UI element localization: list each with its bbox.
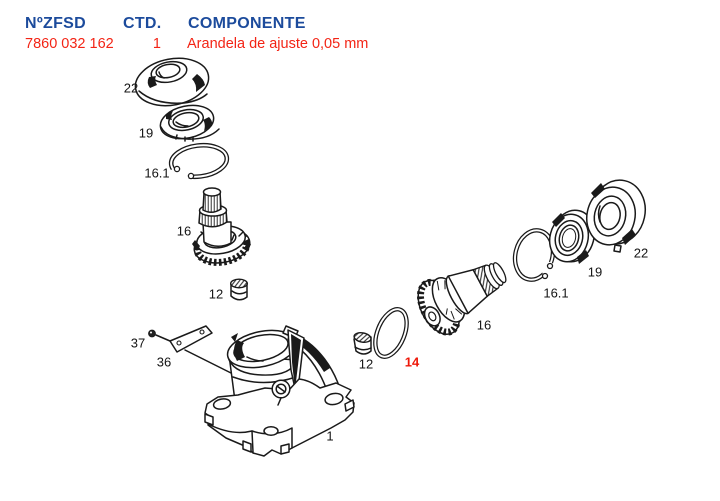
callout-16-right[interactable]: 16	[476, 317, 492, 333]
callout-37[interactable]: 37	[130, 335, 146, 351]
column-header-quantity: CTD.	[123, 15, 162, 32]
callout-12-left[interactable]: 12	[208, 286, 224, 302]
callout-16-1-right[interactable]: 16.1	[543, 285, 569, 301]
column-header-part-number: NºZFSD	[25, 15, 86, 32]
selected-row-quantity[interactable]: 1	[152, 36, 161, 52]
part-14-o-ring-drawing	[373, 307, 409, 359]
selected-row-component[interactable]: Arandela de ajuste 0,05 mm	[187, 36, 369, 52]
callout-1[interactable]: 1	[326, 428, 334, 444]
part-16.1-right-snap-ring-drawing	[512, 228, 563, 287]
part-16-right-bevel-pinion-drawing	[416, 262, 507, 336]
callout-12-right[interactable]: 12	[358, 356, 374, 372]
part-12-left-bushing-drawing	[229, 278, 248, 301]
part-1-housing-drawing	[204, 325, 355, 457]
callout-19-left[interactable]: 19	[138, 125, 154, 141]
callout-22-left[interactable]: 22	[123, 80, 139, 96]
part-19-left-ring-drawing	[159, 104, 220, 142]
callout-14-highlighted[interactable]: 14	[404, 354, 420, 370]
part-36-plate-drawing	[169, 325, 232, 374]
part-19-right-ring-drawing	[548, 209, 596, 264]
callout-16-1-left[interactable]: 16.1	[144, 165, 170, 181]
part-22-right-ring-drawing	[586, 179, 646, 253]
column-header-component: COMPONENTE	[188, 15, 306, 32]
part-16.1-left-snap-ring-drawing	[164, 142, 230, 186]
callout-22-right[interactable]: 22	[633, 245, 649, 261]
part-16-left-bevel-pinion-drawing	[192, 187, 251, 266]
part-22-left-cap-drawing	[134, 57, 210, 107]
selected-row-part-number[interactable]: 7860 032 162	[25, 36, 114, 52]
part-12-right-bushing-drawing	[353, 332, 372, 355]
callout-36[interactable]: 36	[156, 354, 172, 370]
part-37-screw-drawing	[148, 329, 171, 342]
callout-19-right[interactable]: 19	[587, 264, 603, 280]
callout-16-left[interactable]: 16	[176, 223, 192, 239]
